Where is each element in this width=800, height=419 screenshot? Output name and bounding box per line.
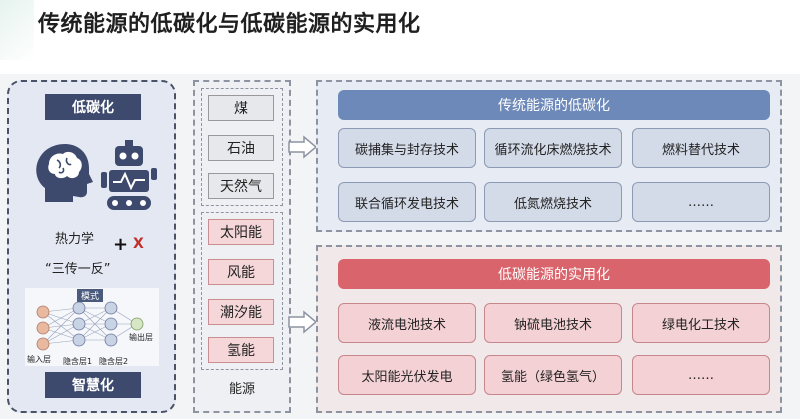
tech-item: 燃料替代技术 — [632, 128, 770, 168]
tech-item: 低氮燃烧技术 — [484, 182, 622, 222]
nn-mode-label: 模式 — [77, 289, 104, 302]
left-panel: 低碳化 热力学 + X “三传一反” — [7, 80, 176, 413]
x-label: X — [133, 236, 144, 252]
energy-wind: 风能 — [208, 259, 274, 285]
energy-tidal: 潮汐能 — [208, 299, 274, 325]
energy-footer-label: 能源 — [228, 382, 255, 397]
energy-column: 煤 石油 天然气 太阳能 风能 潮汐能 氢能 能源 — [193, 80, 291, 413]
tech-item-ellipsis: …… — [632, 355, 770, 395]
nn-hidden2-label: 隐含层2 — [99, 357, 129, 366]
nn-output-label: 输出层 — [129, 333, 153, 342]
brain-head-icon — [36, 144, 93, 202]
tech-item: 碳捕集与封存技术 — [338, 128, 476, 168]
energy-hydrogen: 氢能 — [208, 337, 274, 363]
arrow-right-icon-bottom — [288, 310, 318, 334]
low-carbon-tag: 低碳化 — [45, 94, 141, 120]
tech-item-ellipsis: …… — [632, 182, 770, 222]
tech-item: 绿电化工技术 — [632, 303, 770, 343]
traditional-section-header: 传统能源的低碳化 — [338, 90, 770, 120]
smart-tag: 智慧化 — [45, 372, 141, 398]
energy-coal: 煤 — [208, 95, 274, 121]
energy-gas: 天然气 — [208, 173, 274, 199]
neural-network-graphic — [36, 301, 144, 351]
tech-item: 太阳能光伏发电 — [338, 355, 476, 395]
tech-item: 循环流化床燃烧技术 — [484, 128, 622, 168]
three-transfer-label: “三传一反” — [45, 262, 111, 277]
tech-item: 氢能（绿色氢气） — [484, 355, 622, 395]
low-carbon-section: 低碳能源的实用化 液流电池技术 钠硫电池技术 绿电化工技术 太阳能光伏发电 氢能… — [316, 245, 782, 413]
nn-hidden1-label: 隐含层1 — [63, 357, 93, 366]
nn-input-label: 输入层 — [27, 355, 51, 364]
energy-oil: 石油 — [208, 135, 274, 161]
robot-icon — [101, 140, 157, 210]
title-accent — [0, 0, 34, 60]
thermodynamics-label: 热力学 — [55, 232, 95, 247]
tech-item: 液流电池技术 — [338, 303, 476, 343]
traditional-section: 传统能源的低碳化 碳捕集与封存技术 循环流化床燃烧技术 燃料替代技术 联合循环发… — [316, 80, 782, 232]
traditional-energy-group: 煤 石油 天然气 — [201, 88, 283, 206]
plus-icon: + — [113, 234, 129, 255]
tech-item: 钠硫电池技术 — [484, 303, 622, 343]
tech-item: 联合循环发电技术 — [338, 182, 476, 222]
neural-network-diagram: 模式 输入层 隐含层1 隐含层2 输出层 — [25, 288, 159, 366]
low-carbon-energy-group: 太阳能 风能 潮汐能 氢能 — [201, 212, 283, 370]
energy-solar: 太阳能 — [208, 219, 274, 245]
arrow-right-icon-top — [288, 135, 318, 159]
low-carbon-section-header: 低碳能源的实用化 — [338, 259, 770, 289]
page-title: 传统能源的低碳化与低碳能源的实用化 — [38, 12, 421, 37]
